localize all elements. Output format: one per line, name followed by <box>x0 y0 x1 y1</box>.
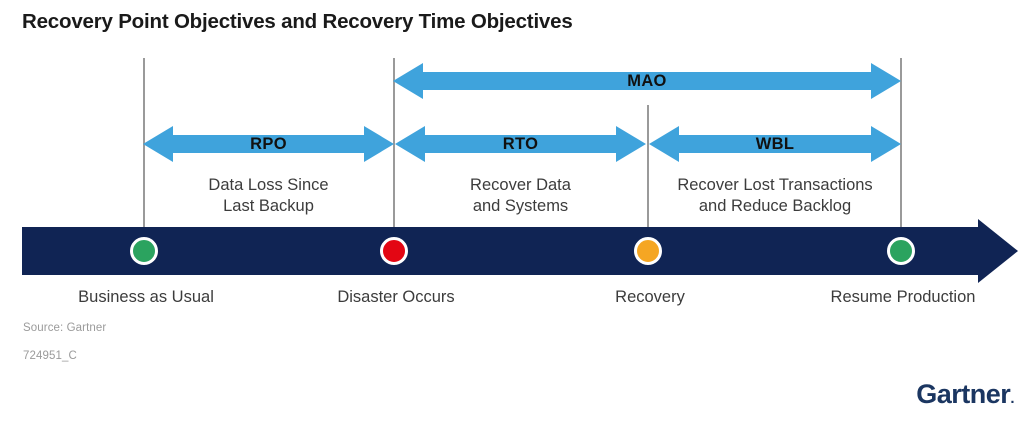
milestone-label-recovery: Recovery <box>615 288 685 306</box>
guide-line-recovery <box>647 105 649 233</box>
caption-rpo-line2: Last Backup <box>223 197 314 215</box>
milestone-label-business-as-usual: Business as Usual <box>78 288 214 306</box>
milestone-label-disaster-occurs: Disaster Occurs <box>337 288 455 306</box>
guide-line-resume-production <box>900 58 902 233</box>
arrow-wbl: WBL <box>649 124 901 164</box>
arrow-rpo: RPO <box>143 124 394 164</box>
milestone-label-resume-production: Resume Production <box>830 288 976 306</box>
caption-wbl-line2: and Reduce Backlog <box>698 197 852 215</box>
milestone-dot-recovery <box>634 237 662 265</box>
caption-rpo-line1: Data Loss Since <box>208 176 329 194</box>
timeline-bar <box>22 219 1018 283</box>
document-id: 724951_C <box>23 350 77 362</box>
page-title: Recovery Point Objectives and Recovery T… <box>22 10 573 33</box>
caption-rto-line1: Recover Data <box>470 176 571 194</box>
caption-rto-line2: and Systems <box>472 197 569 215</box>
caption-wbl: Recover Lost Transactions and Reduce Bac… <box>641 175 909 217</box>
arrow-mao: MAO <box>393 61 901 101</box>
caption-wbl-line1: Recover Lost Transactions <box>677 176 873 194</box>
caption-rpo: Data Loss Since Last Backup <box>143 175 394 217</box>
gartner-logo-mark: . <box>1010 390 1014 407</box>
caption-rto: Recover Data and Systems <box>395 175 646 217</box>
milestone-dot-resume-production <box>887 237 915 265</box>
guide-line-business-as-usual <box>143 58 145 233</box>
gartner-logo-text: Gartner <box>916 379 1011 409</box>
source-attribution: Source: Gartner <box>23 322 107 334</box>
guide-line-disaster-occurs <box>393 58 395 233</box>
milestone-dot-disaster-occurs <box>380 237 408 265</box>
gartner-logo: Gartner. <box>916 379 1014 410</box>
arrow-rto: RTO <box>395 124 646 164</box>
milestone-dot-business-as-usual <box>130 237 158 265</box>
